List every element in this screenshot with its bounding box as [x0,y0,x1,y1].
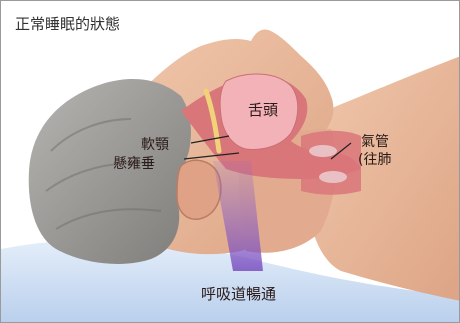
trachea-tube [301,131,361,195]
hair [29,79,191,264]
label-trachea: 氣管 [361,135,389,149]
label-open-airway: 呼吸道暢通 [201,287,276,302]
ear [177,160,221,219]
label-tongue: 舌頭 [248,103,278,118]
label-uvula: 懸雍垂 [113,157,155,171]
diagram-title: 正常睡眠的狀態 [15,17,120,32]
label-to-lungs: (往肺 [358,153,391,167]
label-soft-palate: 軟顎 [141,138,169,152]
